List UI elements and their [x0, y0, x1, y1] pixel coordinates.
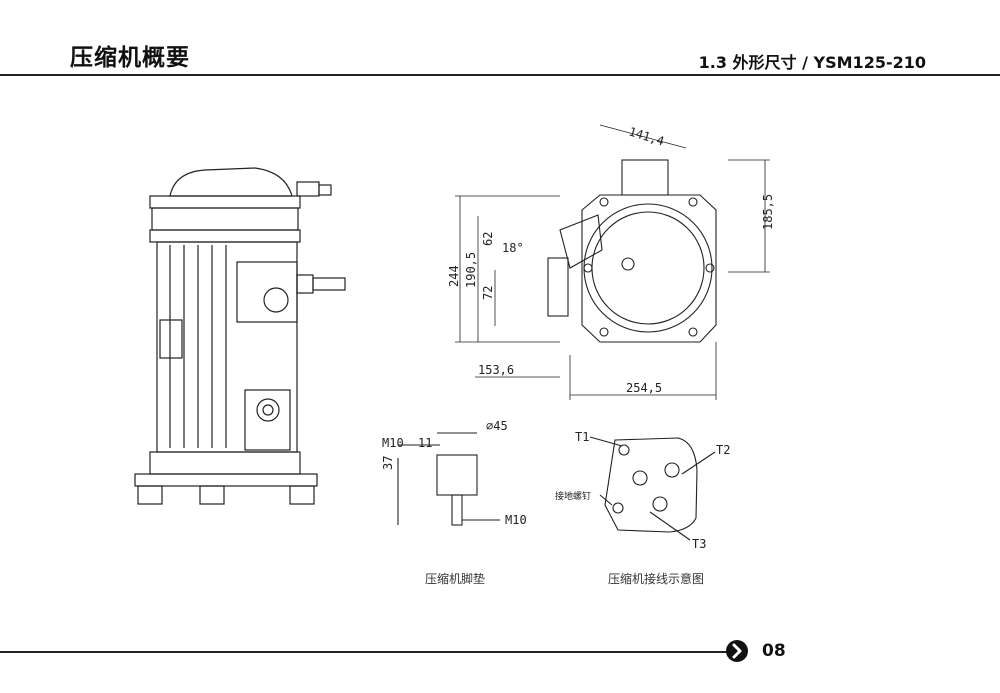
dim-254-5: 254,5: [626, 381, 662, 395]
caption-foot: 压缩机脚垫: [425, 572, 486, 586]
terminal-t1: T1: [575, 430, 589, 444]
dim-141-4: 141,4: [627, 124, 666, 148]
chevron-right-icon: [732, 643, 742, 659]
dim-72: 72: [481, 286, 495, 300]
foot-diameter: ⌀45: [486, 419, 508, 433]
compressor-side-view: [134, 167, 346, 505]
footer-divider: [0, 651, 728, 653]
terminal-wiring-diagram: [589, 436, 716, 541]
top-view-dimension-lines: [455, 124, 770, 400]
section-title: 1.3 外形尺寸 / YSM125-210: [698, 53, 926, 72]
ground-screw-label: 接地螺钉: [555, 490, 591, 502]
foot-depth: 11: [418, 436, 432, 450]
dim-18-degree: 18°: [502, 241, 524, 255]
dim-185-5: 185,5: [761, 194, 775, 230]
compressor-top-view: [547, 159, 717, 343]
header-divider: [0, 74, 1000, 76]
dim-153-6: 153,6: [478, 363, 514, 377]
terminal-t3: T3: [692, 537, 706, 551]
foot-m10-right: M10: [505, 513, 527, 527]
page-title: 压缩机概要: [70, 45, 190, 71]
compressor-foot-drawing: [397, 432, 500, 526]
page-number: 08: [762, 641, 786, 661]
dim-244: 244: [447, 265, 461, 287]
foot-m10-left: M10: [382, 436, 404, 450]
dim-62: 62: [481, 232, 495, 246]
foot-height: 37: [381, 456, 395, 470]
next-page-arrow-icon[interactable]: [726, 640, 748, 662]
dim-190-5: 190,5: [464, 252, 478, 288]
terminal-t2: T2: [716, 443, 730, 457]
caption-wiring: 压缩机接线示意图: [608, 572, 705, 586]
